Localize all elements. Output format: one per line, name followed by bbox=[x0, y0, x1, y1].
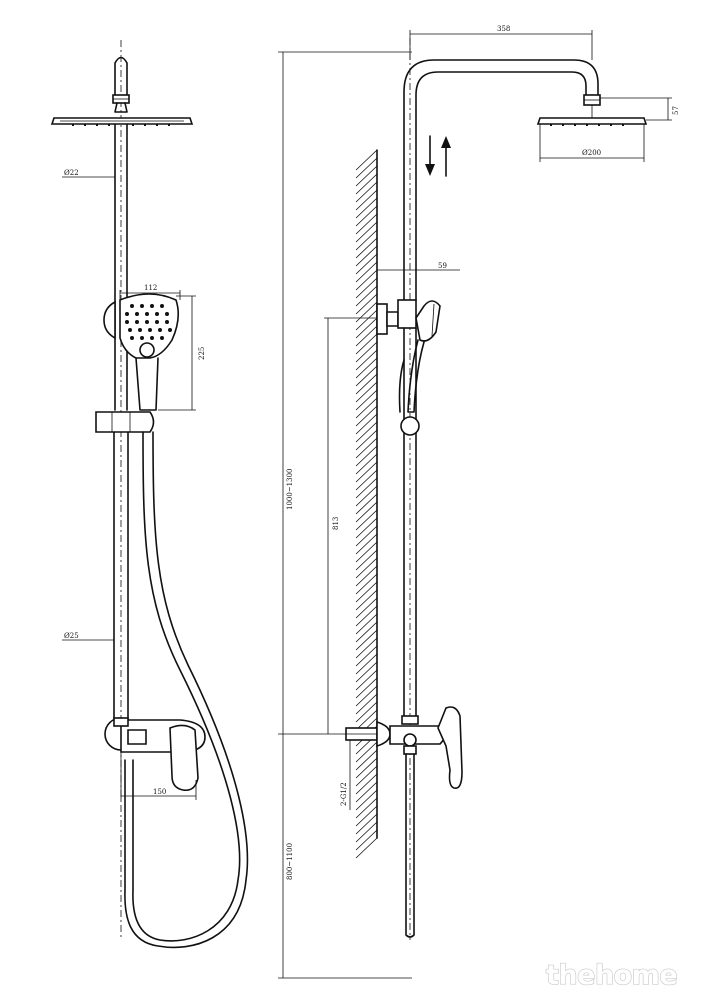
front-mixer-diverter bbox=[127, 729, 147, 745]
front-mixer-lever bbox=[169, 724, 199, 792]
front-hand-shower-button bbox=[139, 342, 155, 358]
head-diameter-label: Ø200 bbox=[582, 149, 601, 157]
side-rail-clamp bbox=[397, 299, 417, 329]
hand-shower-length-label: 225 bbox=[198, 347, 206, 360]
side-hose-top bbox=[398, 359, 405, 413]
front-mixer-outlet bbox=[113, 717, 129, 727]
side-hand-shower-head bbox=[415, 300, 441, 342]
side-mixer-outlet-bottom bbox=[403, 745, 417, 755]
hand-shower-width-label: 112 bbox=[144, 284, 157, 292]
inlet-thread-label: 2-G1/2 bbox=[340, 782, 348, 806]
side-arm-inner bbox=[415, 71, 587, 301]
side-hose-down bbox=[405, 753, 415, 938]
front-head-nozzles bbox=[72, 124, 170, 126]
side-mixer-lever bbox=[437, 706, 463, 789]
bracket-to-mixer-label: 813 bbox=[332, 517, 340, 530]
front-view: Ø22 112 225 Ø25 bbox=[50, 40, 249, 949]
front-hand-shower-head bbox=[119, 293, 180, 359]
side-mixer-body bbox=[389, 725, 446, 745]
pipe-diameter-upper-label: Ø22 bbox=[64, 169, 79, 177]
front-hand-shower-handle bbox=[135, 357, 159, 411]
front-head-neck bbox=[114, 102, 128, 113]
front-hose-inner bbox=[124, 431, 249, 949]
front-top-cap bbox=[114, 56, 128, 96]
front-hand-shower-nozzles bbox=[125, 304, 172, 340]
head-height-label: 57 bbox=[672, 106, 680, 115]
wall-hatching bbox=[355, 149, 378, 859]
rail-wall-offset-label: 59 bbox=[438, 262, 447, 270]
up-down-arrows-icon bbox=[425, 135, 451, 177]
total-height-label: 1000~1300 bbox=[286, 469, 294, 511]
side-head-nozzles bbox=[550, 124, 624, 126]
side-arm-outer bbox=[403, 59, 599, 301]
side-wall-bracket bbox=[376, 303, 388, 335]
front-slide-holder bbox=[95, 411, 155, 433]
side-view: 1000~1300 800~1100 813 358 bbox=[278, 25, 680, 979]
front-holder-knob bbox=[103, 300, 116, 340]
side-head-shower bbox=[536, 117, 648, 125]
watermark-logo: thehome bbox=[546, 960, 677, 991]
side-slide-holder bbox=[400, 416, 420, 436]
front-hose-outer bbox=[132, 431, 241, 942]
arm-length-label: 358 bbox=[497, 25, 510, 33]
side-hand-shower-handle bbox=[407, 339, 425, 413]
mixer-offset-label: 150 bbox=[153, 788, 166, 796]
floor-to-mixer-label: 800~1100 bbox=[286, 843, 294, 880]
pipe-diameter-lower-label: Ø25 bbox=[64, 632, 79, 640]
side-mixer-flange bbox=[376, 720, 391, 748]
side-mixer-outlet-top bbox=[401, 715, 419, 725]
